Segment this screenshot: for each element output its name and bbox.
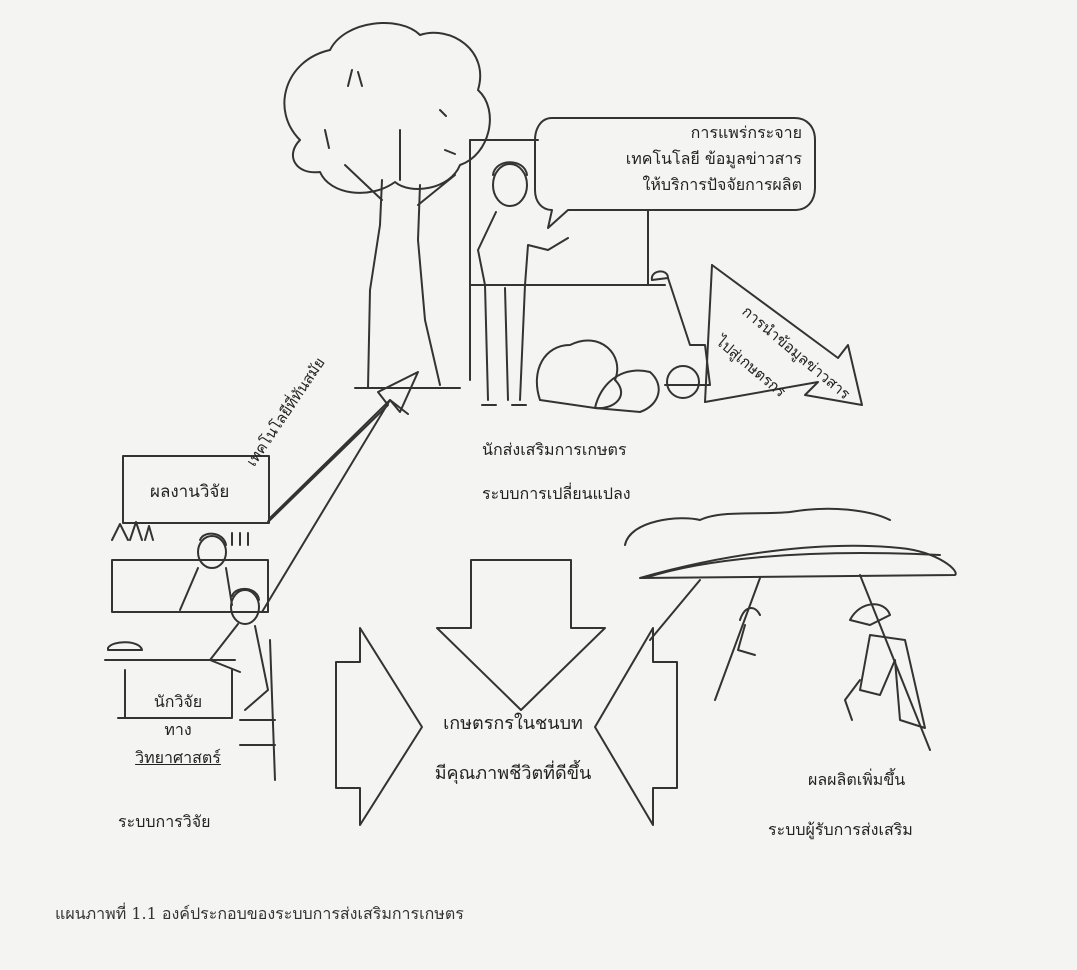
speech-bubble-line-2: เทคโนโลยี ข้อมูลข่าวสาร [625, 149, 802, 168]
scientist-line-2: ทาง [164, 720, 192, 739]
scientist-line-1: นักวิจัย [153, 692, 203, 711]
speech-bubble-line-3: ให้บริการปัจจัยการผลิต [642, 175, 803, 194]
research-illustration [104, 455, 276, 781]
output-increase-label: ผลผลิตเพิ่มขึ้น [808, 770, 906, 789]
research-system-label: ระบบการวิจัย [118, 812, 211, 831]
research-results-label: ผลงานวิจัย [150, 482, 230, 502]
center-label-line-2: มีคุณภาพชีวิตที่ดีขึ้น [434, 763, 592, 784]
center-label-line-1: เกษตรกรในชนบท [443, 713, 583, 734]
scientist-line-3: วิทยาศาสตร์ [135, 748, 221, 767]
client-system-label: ระบบผู้รับการส่งเสริม [768, 820, 913, 839]
change-system-label: ระบบการเปลี่ยนแปลง [482, 484, 631, 503]
tree-illustration [283, 22, 491, 389]
speech-bubble-line-1: การแพร่กระจาย [690, 123, 802, 142]
sacks-and-machine [535, 270, 711, 413]
arrow-technology [261, 371, 419, 613]
speech-bubble [534, 117, 816, 229]
field-illustration [624, 507, 957, 751]
extension-worker-figure [477, 161, 569, 406]
block-arrows [335, 559, 678, 826]
figure-caption: แผนภาพที่ 1.1 องค์ประกอบของระบบการส่งเสร… [55, 904, 464, 923]
extension-worker-label: นักส่งเสริมการเกษตร [482, 440, 627, 459]
arrow-information [704, 264, 863, 406]
